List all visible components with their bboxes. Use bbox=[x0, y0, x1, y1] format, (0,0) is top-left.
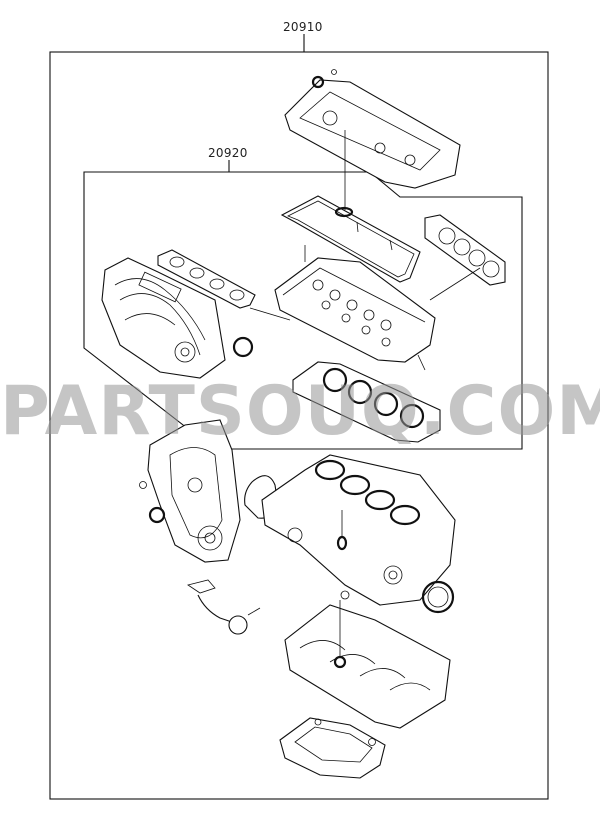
oil-pan-icon bbox=[279, 717, 386, 779]
cylinder-block-icon bbox=[261, 454, 456, 606]
rear-crank-seal-icon bbox=[421, 580, 455, 614]
front-crank-seal-icon bbox=[148, 506, 166, 524]
label-20910: 20910 bbox=[283, 20, 323, 34]
valve-cover-gasket-icon bbox=[280, 195, 421, 283]
oring-icon bbox=[336, 535, 348, 551]
label-20920: 20920 bbox=[208, 146, 248, 160]
oil-pickup-icon bbox=[187, 579, 261, 635]
valve-cover-icon bbox=[284, 69, 461, 189]
head-gasket-icon bbox=[292, 361, 441, 443]
exhaust-manifold-gasket-icon bbox=[424, 214, 506, 286]
watermark: PARTSOUQ.COM bbox=[0, 372, 600, 451]
outer-kit-frame bbox=[49, 51, 549, 800]
drain-plug-icon bbox=[368, 738, 376, 746]
intake-manifold-icon bbox=[101, 257, 226, 379]
intake-manifold-gasket-icon bbox=[157, 249, 256, 358]
lower-crankcase-icon bbox=[284, 604, 451, 729]
timing-cover-icon bbox=[147, 419, 241, 563]
cylinder-head-icon bbox=[274, 245, 481, 371]
